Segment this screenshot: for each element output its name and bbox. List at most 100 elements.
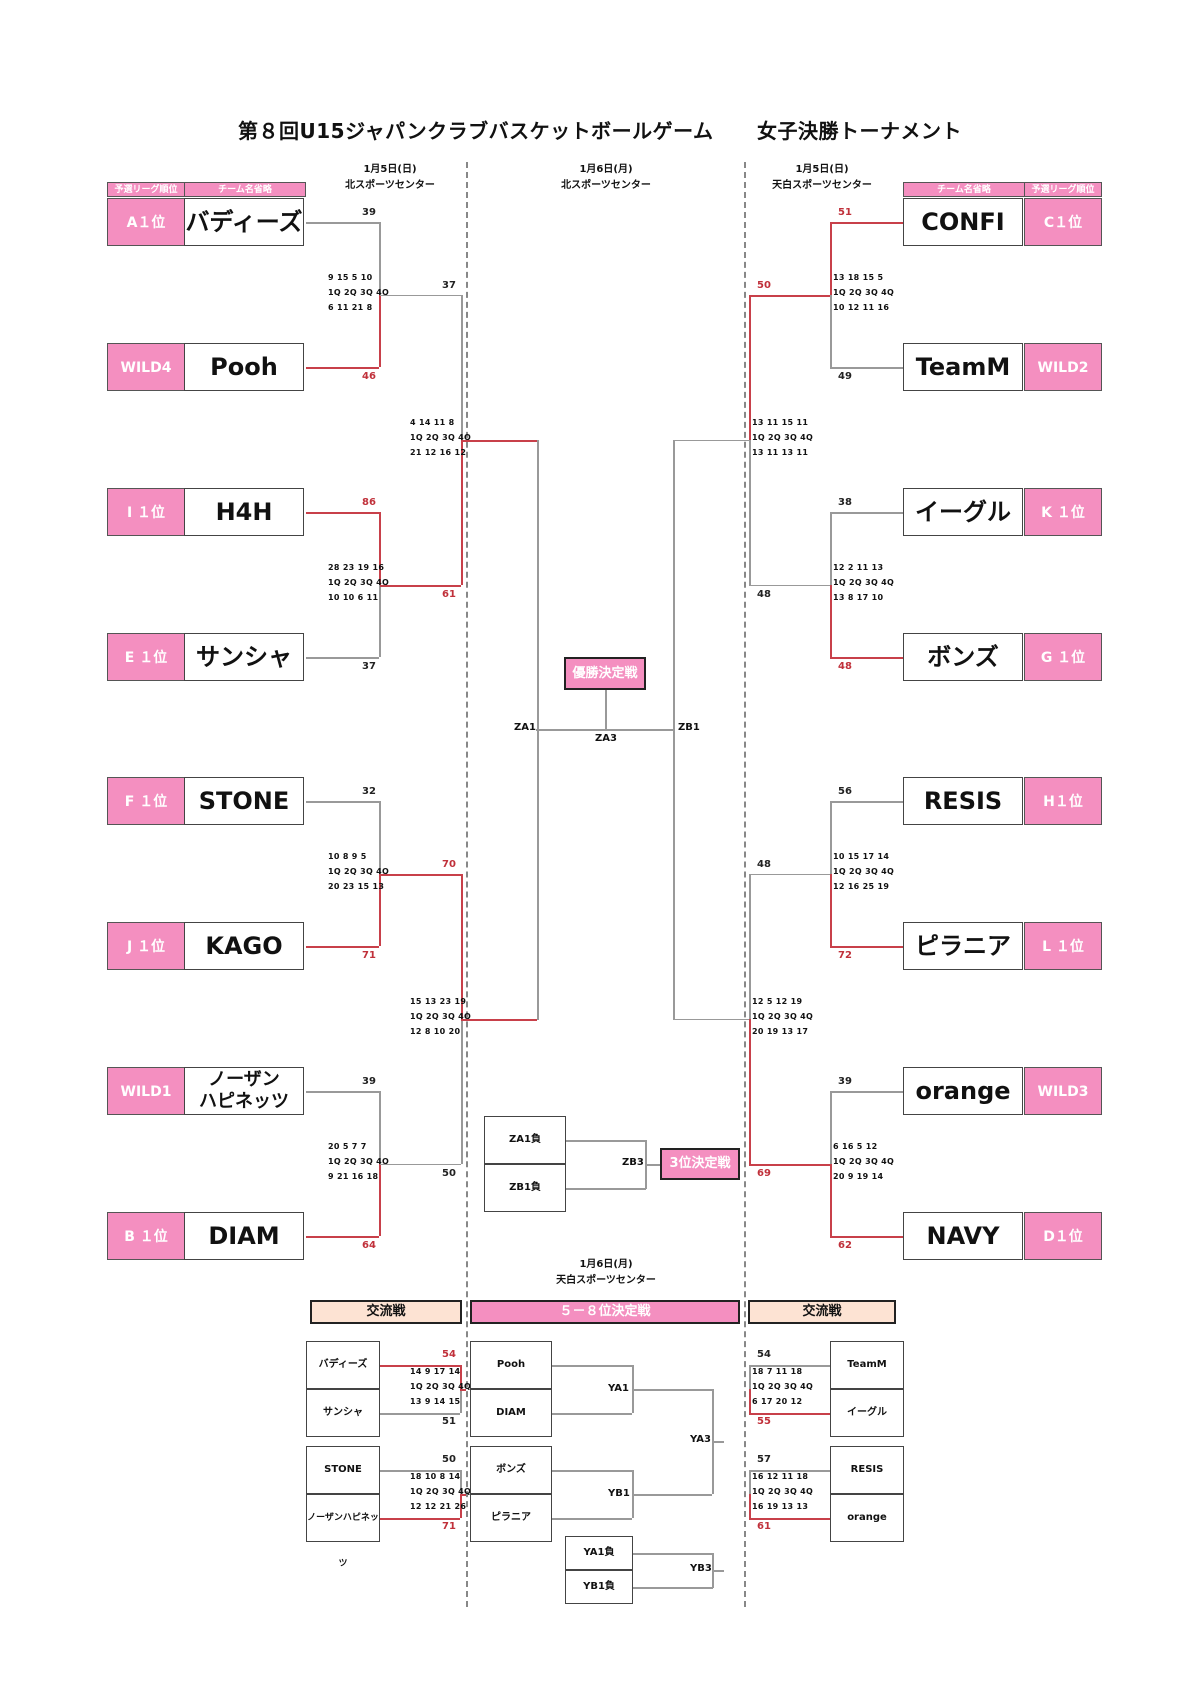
bracket-line	[749, 1470, 751, 1494]
divider-right	[744, 162, 746, 1607]
bracket-line	[552, 1518, 632, 1520]
placement-code: YB3	[690, 1563, 712, 1574]
advance-line	[673, 1018, 749, 1020]
score-bottom: 46	[362, 371, 376, 382]
quarter-scores-top: 14 9 17 14	[410, 1367, 461, 1376]
placement-team: ボンズ	[470, 1446, 552, 1494]
score-bottom: 72	[838, 950, 852, 961]
quarter-scores-top: 18 10 8 14	[410, 1472, 461, 1481]
bracket-line	[552, 1470, 632, 1472]
quarter-scores-top: 6 16 5 12	[833, 1141, 878, 1151]
placement-team: ピラニア	[470, 1494, 552, 1542]
third-slot-a: ZA1負	[484, 1116, 566, 1164]
venue-center: 1月6日(月) 北スポーツセンター	[536, 162, 676, 194]
bracket-line	[461, 873, 463, 1019]
quarter-scores-bottom: 20 23 15 13	[328, 881, 385, 891]
quarter-scores-top: 20 5 7 7	[328, 1141, 367, 1151]
score-top: 32	[362, 786, 376, 797]
bracket-line	[749, 1365, 830, 1367]
advance-line	[673, 439, 749, 441]
exchange-team: バディーズ	[306, 1341, 380, 1389]
venue-place: 天白スポーツセンター	[772, 180, 872, 191]
bracket-line	[749, 873, 751, 1019]
venue-date: 1月5日(日)	[363, 164, 417, 175]
venue-left: 1月5日(日) 北スポーツセンター	[320, 162, 460, 194]
header-rank-left: 予選リーグ順位	[107, 182, 185, 197]
bracket-line	[379, 294, 381, 367]
quarter-scores-bottom: 10 12 11 16	[833, 302, 890, 312]
venue-bottom: 1月6日(月) 天白スポーツセンター	[536, 1257, 676, 1289]
score-top: 50	[757, 279, 771, 291]
third-line-b	[566, 1188, 646, 1190]
bracket-line	[830, 584, 832, 657]
quarter-scores-top: 10 8 9 5	[328, 851, 367, 861]
final-label: 優勝決定戦	[564, 657, 646, 690]
bracket-line	[306, 1236, 379, 1238]
quarter-label: 1Q 2Q 3Q 4Q	[410, 1487, 472, 1496]
score-top: 50	[442, 1454, 456, 1465]
exchange-team: orange	[830, 1494, 904, 1542]
score-bottom: 61	[757, 1521, 771, 1532]
score-top: 39	[362, 1076, 376, 1087]
team-name: DIAM	[184, 1212, 304, 1260]
bracket-line	[830, 1163, 832, 1236]
bracket-line	[460, 1494, 466, 1496]
placement-slot: YB1負	[565, 1570, 633, 1604]
team-name: ピラニア	[903, 922, 1023, 970]
exchange-team: イーグル	[830, 1389, 904, 1437]
placement-slot: YA1負	[565, 1536, 633, 1570]
score-top: 54	[442, 1349, 456, 1360]
score-top: 56	[838, 786, 852, 797]
exchange-team: STONE	[306, 1446, 380, 1494]
bracket-line	[380, 294, 461, 296]
bracket-line	[749, 1413, 830, 1415]
quarter-label: 1Q 2Q 3Q 4Q	[833, 287, 895, 297]
score-bottom: 48	[757, 588, 771, 600]
bracket-line	[749, 584, 830, 586]
bracket-line	[749, 1163, 830, 1166]
score-bottom: 55	[757, 1416, 771, 1427]
third-code: ZB3	[622, 1157, 644, 1168]
seed-rank: G １位	[1024, 633, 1102, 681]
quarter-scores-top: 15 13 23 19	[410, 996, 467, 1006]
bracket-line	[461, 294, 463, 440]
bracket-line	[830, 222, 832, 295]
score-bottom: 71	[362, 950, 376, 961]
seed-rank: A１位	[107, 198, 185, 246]
placement-code: YB1	[608, 1488, 630, 1499]
exchange-team: TeamM	[830, 1341, 904, 1389]
placement-header: ５－８位決定戦	[470, 1300, 740, 1324]
bracket-line	[379, 584, 381, 657]
bracket-line	[830, 512, 832, 585]
bracket-line	[460, 1389, 466, 1391]
tournament-title: 第８回U15ジャパンクラブバスケットボールゲーム	[238, 119, 714, 143]
bracket-line	[830, 294, 832, 367]
bracket-line	[830, 801, 832, 874]
score-bottom: 48	[838, 661, 852, 672]
bracket-line	[749, 1365, 751, 1389]
quarter-label: 1Q 2Q 3Q 4Q	[752, 1011, 814, 1021]
team-name: サンシャ	[184, 633, 304, 681]
quarter-label: 1Q 2Q 3Q 4Q	[328, 577, 390, 587]
third-label: 3位決定戦	[660, 1148, 740, 1180]
quarter-scores-bottom: 13 9 14 15	[410, 1397, 461, 1406]
quarter-label: 1Q 2Q 3Q 4Q	[328, 866, 390, 876]
bracket-line	[379, 222, 381, 295]
quarter-scores-bottom: 13 11 13 11	[752, 447, 809, 457]
bracket-line	[633, 1553, 713, 1555]
advance-line	[461, 439, 537, 442]
bracket-line	[460, 1365, 462, 1389]
bracket-line	[632, 1494, 712, 1496]
placement-team: DIAM	[470, 1389, 552, 1437]
bracket-line	[749, 1470, 830, 1472]
bracket-line	[749, 1018, 751, 1164]
bracket-line	[379, 1091, 381, 1164]
bracket-line	[632, 1389, 712, 1391]
quarter-label: 1Q 2Q 3Q 4Q	[833, 1156, 895, 1166]
bracket-line	[830, 873, 832, 946]
seed-rank: D１位	[1024, 1212, 1102, 1260]
quarter-label: 1Q 2Q 3Q 4Q	[410, 1011, 472, 1021]
final-code-right: ZB1	[678, 722, 700, 733]
bracket-line	[306, 801, 379, 803]
score-top: 48	[757, 858, 771, 870]
